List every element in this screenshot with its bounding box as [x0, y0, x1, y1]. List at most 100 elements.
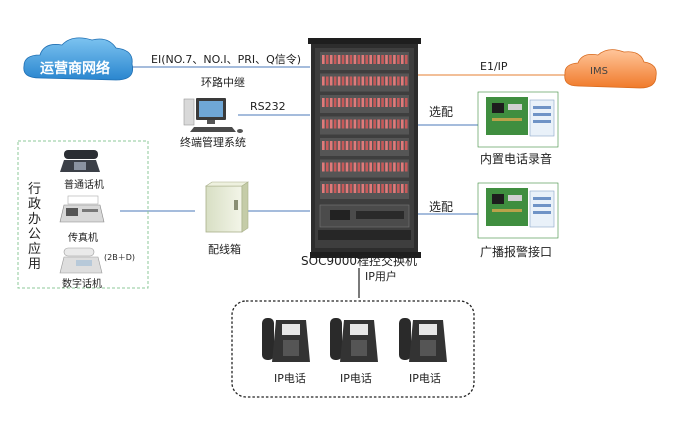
rack-card [325, 119, 329, 129]
rack-card [377, 55, 380, 64]
rack-card [337, 98, 341, 107]
rack-card [373, 119, 376, 129]
rack-card [385, 119, 388, 129]
rack-card [322, 184, 325, 193]
rack-card [361, 184, 365, 193]
rack-card [353, 162, 357, 172]
rack-card [349, 55, 353, 64]
rack-card [322, 162, 325, 172]
rack-card [369, 55, 372, 64]
rack-card [361, 141, 365, 150]
rack-card [377, 98, 380, 107]
rack-card [341, 119, 345, 129]
distribution-box-label: 配线箱 [208, 243, 241, 256]
rack-card [365, 162, 369, 172]
rack-card [349, 184, 353, 193]
rack-card [389, 141, 392, 150]
rack-card [345, 55, 349, 64]
rack-card [373, 184, 376, 193]
rack-card [377, 119, 380, 129]
broadcast-card-icon [477, 182, 559, 239]
rack-card [385, 55, 388, 64]
terminal-pc-icon [183, 98, 243, 133]
fax-label: 传真机 [68, 233, 98, 244]
rack-card [397, 98, 400, 107]
rack-card [389, 98, 392, 107]
rack-card [329, 55, 333, 64]
rack-card [322, 55, 325, 64]
digital-phone-icon [59, 247, 103, 274]
rack-card [361, 76, 365, 86]
rack-card [401, 162, 404, 172]
rack-card [397, 184, 400, 193]
rack-card [353, 76, 357, 86]
rack-card [357, 162, 361, 172]
rack-card [404, 184, 408, 193]
ip-phone-icon [330, 318, 378, 362]
ip-phone-icon [262, 318, 310, 362]
rack-card [329, 184, 333, 193]
rack-card [333, 55, 337, 64]
rack-card [361, 119, 365, 129]
rack-card [393, 184, 396, 193]
rack-card [401, 76, 404, 86]
rack-card [333, 119, 337, 129]
recorder-card-icon [477, 91, 559, 148]
rack-card [361, 162, 365, 172]
rack-card [325, 76, 329, 86]
rack-card [329, 141, 333, 150]
rack-card [389, 55, 392, 64]
ip-phone-label-3: IP电话 [409, 372, 441, 385]
office-group-box [17, 140, 149, 289]
rack-card [401, 184, 404, 193]
rack-card [381, 119, 384, 129]
fax-icon [59, 195, 105, 223]
rack-card [357, 184, 361, 193]
rack-card [373, 55, 376, 64]
rack-card [373, 76, 376, 86]
rack-card [341, 98, 345, 107]
rack-card [341, 76, 345, 86]
rack-card [325, 184, 329, 193]
rack-card [341, 162, 345, 172]
rack-card [373, 98, 376, 107]
rack-card [345, 98, 349, 107]
rack-card [397, 55, 400, 64]
rack-card [377, 162, 380, 172]
rack-card [365, 55, 369, 64]
broadcast-label: 广播报警接口 [480, 245, 553, 259]
rack-card [349, 119, 353, 129]
rack-card [322, 76, 325, 86]
rack-card [349, 76, 353, 86]
rack-card [389, 184, 392, 193]
rack-card [333, 141, 337, 150]
rack-card [385, 162, 388, 172]
rack-card [337, 141, 341, 150]
rack-card [369, 162, 372, 172]
rack-card [345, 76, 349, 86]
office-group-label: 行政办公应用 [28, 182, 42, 272]
rack-card [365, 141, 369, 150]
rack-card [353, 119, 357, 129]
rack-card [365, 98, 369, 107]
rack-card [345, 162, 349, 172]
rack-card [365, 76, 369, 86]
ip-phone-label-1: IP电话 [274, 372, 306, 385]
rack-card [325, 55, 329, 64]
rack-card [385, 76, 388, 86]
rack-card [353, 55, 357, 64]
rack-card [393, 119, 396, 129]
rack-card [357, 76, 361, 86]
rack-card [401, 141, 404, 150]
rack-card [329, 119, 333, 129]
carrier-cloud-label: 运营商网络 [40, 61, 110, 77]
rack-card [377, 76, 380, 86]
rack-card [329, 98, 333, 107]
rack-card [373, 141, 376, 150]
rack-card [401, 55, 404, 64]
ordinary-phone-icon [60, 150, 100, 172]
rack-card [401, 98, 404, 107]
rack-card [393, 76, 396, 86]
rack-card [369, 98, 372, 107]
rack-card [349, 98, 353, 107]
